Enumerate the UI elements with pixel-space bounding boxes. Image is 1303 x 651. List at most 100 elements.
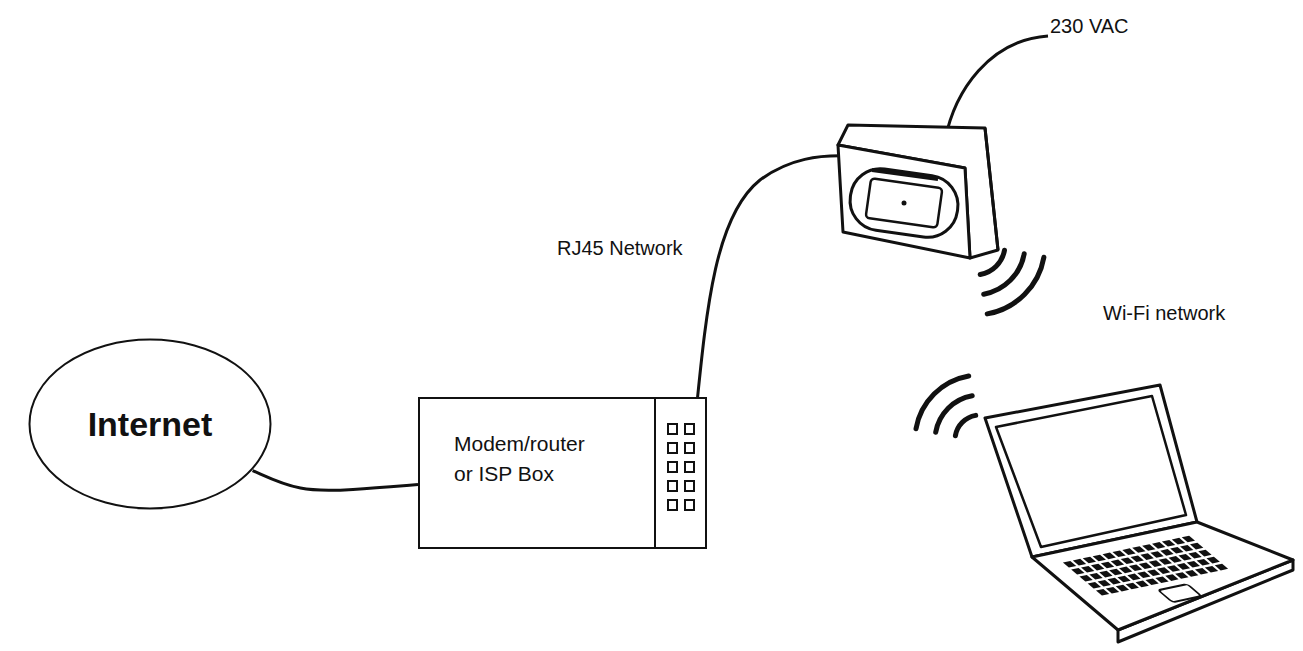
keyboard-key	[1116, 585, 1129, 592]
keyboard-key	[1081, 566, 1094, 573]
keyboard-key	[1190, 543, 1203, 550]
keyboard-key	[1147, 569, 1160, 576]
cable-label: RJ45 Network	[557, 236, 683, 260]
keyboard-key	[1149, 560, 1162, 567]
keyboard-key	[1140, 553, 1153, 560]
keyboard-key	[1167, 565, 1180, 572]
keyboard-key	[1083, 557, 1096, 564]
laptop-base-front	[1118, 560, 1293, 642]
device-edge	[985, 128, 998, 250]
keyboard-key	[1177, 563, 1190, 570]
wireless-label: Wi-Fi network	[1103, 301, 1225, 325]
keyboard-key	[1152, 542, 1165, 549]
keyboard-key	[1073, 559, 1086, 566]
keyboard-key	[1071, 568, 1084, 575]
wifi-arc	[987, 257, 1044, 314]
device-body	[838, 125, 998, 258]
laptop-screen	[996, 396, 1186, 547]
keyboard-key	[1197, 559, 1210, 566]
keyboard-key	[1188, 552, 1201, 559]
keyboard-key	[1178, 554, 1191, 561]
keyboard-key	[1159, 558, 1172, 565]
device-display	[866, 178, 943, 228]
keyboard-key	[1109, 569, 1122, 576]
keyboard-key	[1157, 567, 1170, 574]
keyboard-key	[1111, 560, 1124, 567]
keyboard-key	[1101, 562, 1114, 569]
keyboard-key	[1175, 572, 1188, 579]
keyboard-key	[1099, 571, 1112, 578]
keyboard-key	[1122, 548, 1135, 555]
keyboard-key	[1112, 550, 1125, 557]
keyboard-key	[1096, 589, 1109, 596]
keyboard-key	[1160, 549, 1173, 556]
keyboard-key	[1093, 555, 1106, 562]
keyboard-key	[1088, 582, 1101, 589]
keyboard-key	[1145, 578, 1158, 585]
keyboard-key	[1129, 564, 1142, 571]
keyboard-key	[1131, 555, 1144, 562]
laptop-keyboard	[1063, 536, 1249, 613]
keyboard-key	[1187, 561, 1200, 568]
keyboard-key	[1063, 561, 1076, 568]
keyboard-key	[1136, 581, 1149, 588]
keyboard-key	[1162, 540, 1175, 547]
wifi-arc	[984, 254, 1024, 295]
ellipse-shape	[30, 340, 271, 509]
keyboard-key	[1185, 570, 1198, 577]
wifi-arc	[936, 396, 973, 433]
laptop-lid	[985, 385, 1197, 557]
keyboard-key	[1121, 557, 1134, 564]
wifi-arc	[916, 376, 969, 429]
keyboard-key	[1137, 571, 1150, 578]
keyboard-key	[1172, 538, 1185, 545]
connector-line	[253, 471, 418, 491]
keyboard-key	[1106, 587, 1119, 594]
wifi-arc	[955, 415, 975, 435]
laptop-trackpad	[1158, 584, 1201, 602]
keyboard-key	[1103, 553, 1116, 560]
keyboard-key	[1142, 544, 1155, 551]
keyboard-key	[1215, 564, 1228, 571]
wifi-waves	[916, 376, 976, 436]
keyboard-key	[1107, 578, 1120, 585]
power-label: 230 VAC	[1050, 14, 1129, 38]
device-window	[846, 165, 962, 241]
laptop-base	[1032, 522, 1293, 630]
wifi-waves	[980, 250, 1044, 314]
device-slot	[872, 170, 938, 179]
keyboard-key	[1169, 556, 1182, 563]
keyboard-key	[1126, 583, 1139, 590]
keyboard-key	[1079, 575, 1092, 582]
keyboard-key	[1155, 576, 1168, 583]
cloud-label: Internet	[88, 404, 213, 444]
keyboard-key	[1180, 545, 1193, 552]
keyboard-key	[1098, 580, 1111, 587]
keyboard-key	[1091, 564, 1104, 571]
keyboard-key	[1150, 551, 1163, 558]
keyboard-key	[1205, 566, 1218, 573]
keyboard-key	[1117, 576, 1130, 583]
keyboard-key	[1206, 557, 1219, 564]
keyboard-key	[1182, 536, 1195, 543]
box-label: Modem/router or ISP Box	[454, 429, 604, 489]
wifi-arc	[980, 250, 1004, 274]
network-cable	[692, 156, 848, 452]
keyboard-key	[1119, 567, 1132, 574]
keyboard-key	[1139, 562, 1152, 569]
keyboard-key	[1170, 547, 1183, 554]
keyboard-key	[1127, 574, 1140, 581]
cloud-ellipse: Internet	[28, 338, 272, 510]
keyboard-key	[1089, 573, 1102, 580]
keyboard-key	[1195, 568, 1208, 575]
keyboard-key	[1132, 546, 1145, 553]
power-cable	[945, 36, 1048, 140]
keyboard-key	[1165, 574, 1178, 581]
device-box: Modem/router or ISP Box	[418, 397, 707, 549]
device-front	[838, 145, 970, 258]
keyboard-key	[1198, 550, 1211, 557]
device-led	[902, 201, 907, 206]
